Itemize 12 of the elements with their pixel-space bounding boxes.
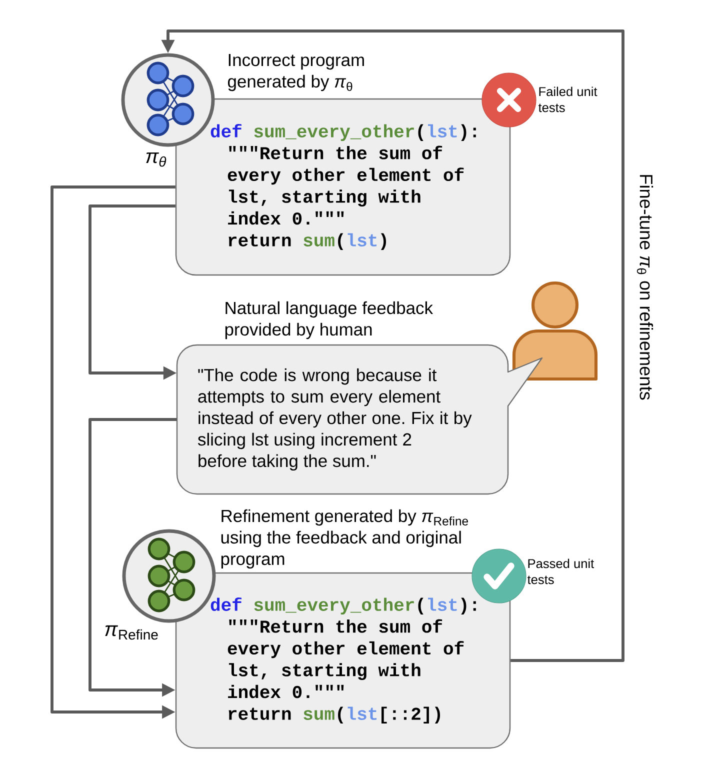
model-label: π$_{Refine}$ <box>105 625 158 640</box>
model-label: π$_{θ}$ <box>146 152 166 167</box>
box-heading: Incorrect program generated by π$_{θ}$ <box>228 54 364 92</box>
person-icon <box>512 281 598 381</box>
status-caption: Passed unit tests <box>527 558 594 584</box>
code-box: def sum_every_other(lst): """Return the sum of every other element of lst, starting with index 0.""" return sum(lst) <box>175 98 511 276</box>
box-heading: Natural language feedback provided by human <box>225 301 434 340</box>
edge-label: Fine-tune π$_{θ}$ on refinements <box>636 172 654 402</box>
speech-bubble: "The code is wrong because it attempts to sum every element instead of every other one. Fix it by slicing lst using increment 2 before taking the sum." <box>176 344 543 495</box>
status-caption: Failed unit tests <box>538 86 598 112</box>
box-heading: Refinement generated by π$_{Refine}$ using the feedback and original program <box>221 509 468 569</box>
code-box: def sum_every_other(lst): """Return the sum of every other element of lst, starting with index 0.""" return sum(lst[::2]) <box>175 572 511 749</box>
